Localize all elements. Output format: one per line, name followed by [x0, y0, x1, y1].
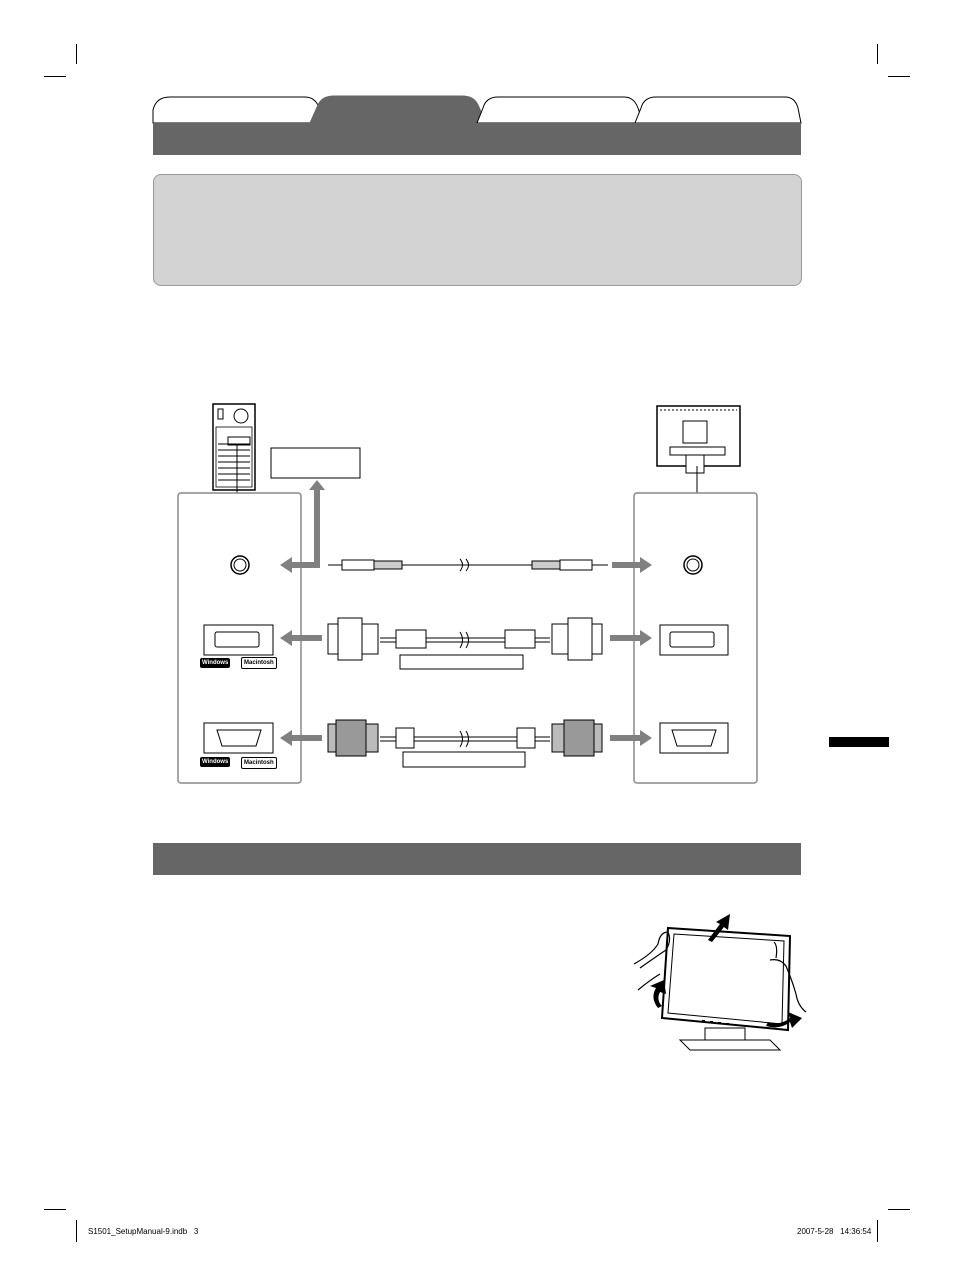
- crop-mark: [877, 44, 878, 64]
- vga-cable: [327, 719, 603, 757]
- arrow-left-vga: [280, 730, 322, 746]
- arrow-left-audio: [280, 557, 320, 573]
- tab-4: [634, 96, 802, 124]
- monitor-back-icon: [656, 405, 741, 493]
- header-bar: [153, 123, 801, 155]
- footer-filename: S1501_SetupManual-9.indb 3: [88, 1227, 199, 1236]
- vga-cable-label-box: [402, 751, 526, 768]
- arrow-right-vga: [610, 730, 652, 746]
- crop-mark: [44, 1209, 66, 1210]
- windows-badge: Windows: [200, 757, 231, 767]
- arrow-left-dvi: [280, 630, 322, 646]
- footer-timestamp: 2007-5-28 14:36:54: [797, 1227, 872, 1236]
- hands-icon: [633, 931, 807, 1013]
- pc-tower-icon: [212, 403, 256, 493]
- audio-cable: [328, 558, 608, 572]
- windows-badge: Windows: [200, 658, 231, 668]
- rotate-left-arrow-icon: [650, 980, 666, 1008]
- dvi-cable-label-box: [399, 654, 524, 670]
- macintosh-badge: Macintosh: [241, 657, 277, 669]
- crop-mark: [76, 44, 77, 64]
- arrow-right-audio: [612, 557, 652, 573]
- crop-mark: [888, 1209, 910, 1210]
- connection-diagram: [177, 403, 758, 784]
- note-box: [153, 174, 802, 286]
- crop-mark: [877, 1220, 878, 1242]
- crop-mark: [888, 76, 910, 77]
- chapter-tabs: [152, 95, 802, 124]
- macintosh-badge: Macintosh: [241, 757, 277, 769]
- arrow-right-dvi: [610, 630, 652, 646]
- crop-mark: [76, 1220, 77, 1242]
- monitor-adjust-illustration: [633, 914, 807, 1051]
- rotate-right-arrow-icon: [766, 1012, 802, 1028]
- tilt-up-arrow-icon: [708, 914, 730, 942]
- monitor-illustration: [660, 926, 792, 1051]
- tab-2-active: [309, 95, 487, 124]
- audio-label-box: [270, 447, 361, 479]
- section-bar: [153, 843, 801, 875]
- tab-3: [476, 96, 644, 124]
- dvi-cable: [327, 617, 603, 661]
- crop-mark: [44, 76, 66, 77]
- arrow-up: [309, 480, 325, 565]
- chapter-side-tab: [829, 737, 889, 747]
